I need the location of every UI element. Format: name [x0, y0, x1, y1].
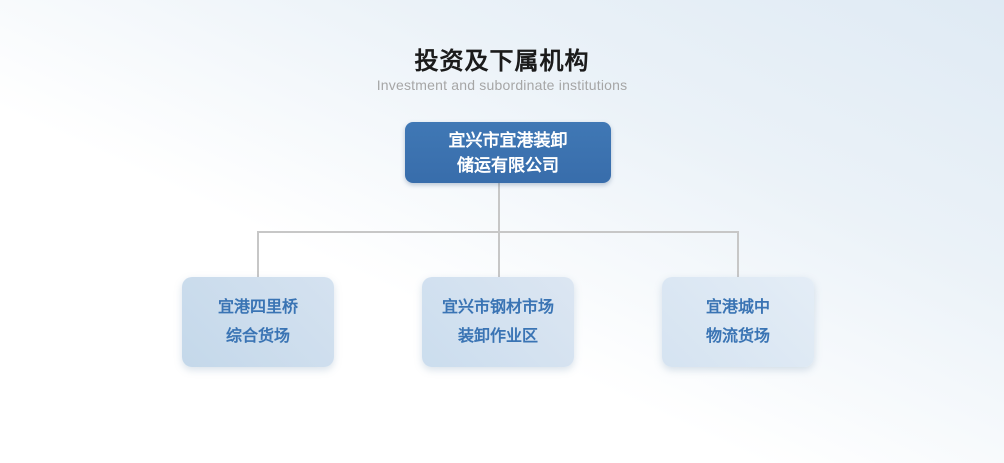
connector-root-stem: [498, 183, 500, 233]
org-node-root-line2: 储运有限公司: [457, 155, 559, 175]
org-node-child-2: 宜兴市钢材市场 装卸作业区: [422, 277, 574, 367]
org-node-root: 宜兴市宜港装卸 储运有限公司: [405, 122, 611, 183]
org-node-child-2-line1: 宜兴市钢材市场: [441, 299, 554, 316]
page-subtitle: Investment and subordinate institutions: [376, 77, 628, 93]
org-node-child-1-line2: 综合货场: [225, 328, 290, 345]
org-node-child-1: 宜港四里桥 综合货场: [182, 277, 334, 367]
org-node-child-2-line2: 装卸作业区: [457, 328, 538, 345]
org-node-root-line1: 宜兴市宜港装卸: [448, 130, 568, 150]
page-title: 投资及下属机构: [414, 48, 590, 75]
org-node-child-1-line1: 宜港四里桥: [217, 299, 298, 316]
org-node-child-3: 宜港城中 物流货场: [662, 277, 814, 367]
connector-drop-left: [257, 233, 259, 277]
connector-horizontal-bar: [257, 231, 739, 233]
connector-drop-right: [737, 233, 739, 277]
connector-drop-middle: [498, 233, 500, 277]
org-node-child-3-line2: 物流货场: [705, 328, 770, 345]
org-node-child-3-line1: 宜港城中: [705, 299, 770, 316]
